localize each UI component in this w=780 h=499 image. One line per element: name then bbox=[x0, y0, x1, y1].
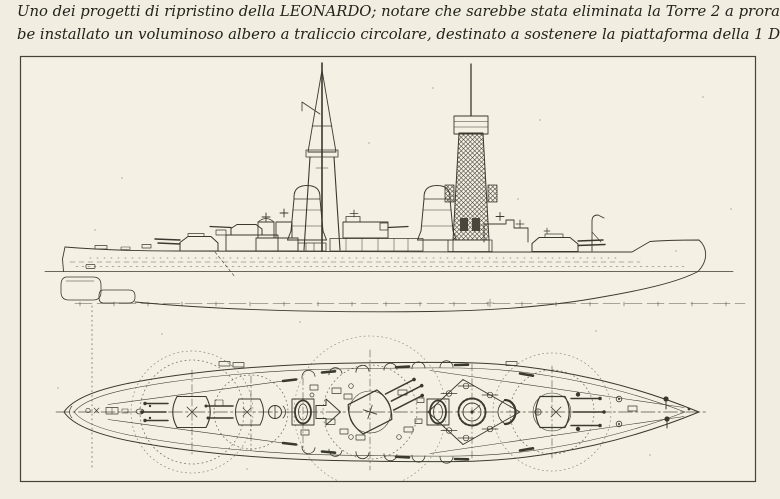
stern-crane bbox=[591, 214, 605, 252]
fore-funnel-plan bbox=[291, 398, 315, 426]
waterline bbox=[44, 257, 734, 272]
aa-gun-icon bbox=[279, 208, 289, 218]
figure-caption: Uno dei progetti di ripristino della LEO… bbox=[17, 1, 780, 46]
station-datum-line bbox=[74, 301, 746, 307]
bow-fittings-plan bbox=[85, 404, 152, 420]
aa-gun-icon bbox=[261, 212, 271, 222]
scan-speckles bbox=[57, 87, 732, 470]
tripod-mast bbox=[301, 62, 341, 252]
lattice-mast-base-plan bbox=[457, 397, 487, 427]
aft-turret-side bbox=[531, 227, 606, 252]
aft-turret-plan bbox=[532, 392, 606, 432]
boat-deck-platform bbox=[426, 379, 521, 445]
side-elevation-view bbox=[44, 62, 746, 313]
fore-turret-side bbox=[154, 233, 219, 252]
aa-gun-icon bbox=[495, 212, 505, 221]
caption-line-1: Uno dei progetti di ripristino della LEO… bbox=[17, 3, 780, 20]
keel-line bbox=[134, 271, 699, 313]
deck-plan-view bbox=[55, 298, 707, 481]
drawing-border bbox=[19, 55, 757, 483]
second-turret-plan bbox=[204, 398, 264, 426]
plan-hull-outline bbox=[63, 361, 700, 463]
hull-profile bbox=[60, 239, 707, 313]
fore-turret-plan bbox=[140, 395, 211, 429]
aft-deckhouse bbox=[483, 212, 529, 243]
vent-plan bbox=[503, 398, 517, 426]
aa-gun-icon bbox=[349, 209, 359, 218]
casemate-scallops bbox=[218, 360, 535, 464]
caption-line-2: be installato un voluminoso albero a tra… bbox=[17, 25, 780, 43]
midship-turret-plan bbox=[347, 377, 425, 435]
aa-gun-positions bbox=[440, 382, 499, 442]
stern-fittings-plan bbox=[615, 395, 691, 429]
deck-arrow-marker bbox=[315, 398, 341, 426]
aft-funnel-plan bbox=[429, 399, 447, 425]
deck-fittings-plan bbox=[300, 383, 425, 441]
bow-bulb bbox=[60, 276, 102, 301]
conning-tower-plan bbox=[268, 405, 286, 419]
bridge-structure bbox=[255, 208, 327, 252]
second-turret-side bbox=[209, 224, 279, 252]
foredeck-fittings bbox=[94, 244, 152, 250]
lattice-mast bbox=[444, 63, 498, 253]
midship-deckhouse bbox=[329, 209, 424, 252]
aa-gun-icon bbox=[515, 219, 525, 229]
